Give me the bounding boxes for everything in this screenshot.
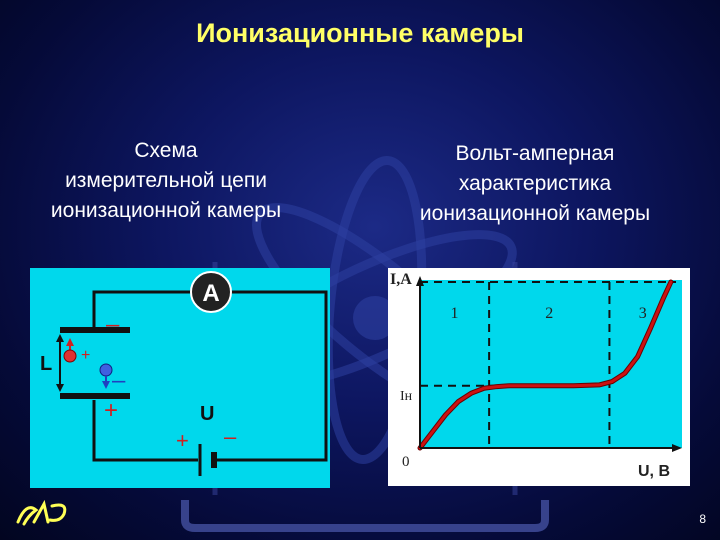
source-minus-sign: – <box>224 424 237 449</box>
circuit-caption-line: Схема <box>134 139 198 162</box>
iv-chart: I,A U, В 0 Iн 1 2 3 <box>388 268 690 486</box>
circuit-caption-line: ионизационной камеры <box>50 199 282 222</box>
region-label: 2 <box>545 305 553 322</box>
origin-label: 0 <box>402 454 410 470</box>
positive-ion <box>63 349 77 363</box>
region-label: 3 <box>639 305 647 322</box>
top-plate-sign: – <box>106 311 120 338</box>
distance-label: L <box>40 353 52 375</box>
source-label: U <box>200 403 214 425</box>
saturation-label: Iн <box>400 389 413 404</box>
circuit-background <box>30 268 330 488</box>
ammeter <box>190 271 232 313</box>
electron <box>99 363 113 377</box>
page-number: 8 <box>699 512 706 526</box>
region-label: 1 <box>451 305 459 322</box>
electron-sign: – <box>112 367 126 394</box>
iv-curve <box>418 280 673 450</box>
chart-caption: Вольт-амперная характеристика ионизацион… <box>370 139 700 229</box>
chart-caption-line: Вольт-амперная <box>455 142 615 165</box>
positive-ion-arrowhead <box>66 338 74 346</box>
distance-arrow-top <box>56 334 64 342</box>
slide-title: Ионизационные камеры <box>196 18 524 48</box>
source-plus-sign: + <box>176 428 189 453</box>
electron-arrowhead <box>102 381 110 389</box>
y-axis-arrow <box>416 276 424 286</box>
circuit-caption-line: измерительной цепи <box>65 169 267 192</box>
y-axis-label: I,A <box>390 271 412 288</box>
chart-plot-area <box>420 280 682 448</box>
bottom-plate-sign: + <box>104 397 118 424</box>
positive-ion-sign: + <box>81 347 90 364</box>
circuit-caption: Схема измерительной цепи ионизационной к… <box>8 136 324 226</box>
x-axis-arrow <box>672 444 682 452</box>
circuit-wires <box>92 290 328 462</box>
chart-caption-line: характеристика <box>458 172 612 195</box>
circuit-diagram: L + – – + A U + – <box>30 268 330 488</box>
ammeter-label: A <box>202 280 219 307</box>
logo-icon <box>16 499 67 526</box>
distance-arrow-bottom <box>56 384 64 392</box>
x-axis-label: U, В <box>638 463 670 480</box>
chart-caption-line: ионизационной камеры <box>419 202 651 225</box>
